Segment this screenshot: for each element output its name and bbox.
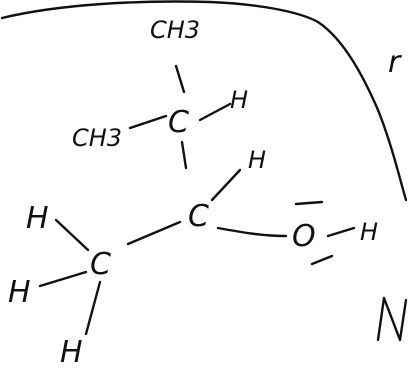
bond-middleC-O xyxy=(216,226,288,238)
edge-letter-bottom-right-strokes xyxy=(376,296,408,342)
bond-O-H xyxy=(326,226,356,238)
bond-topmethyl-upperC xyxy=(174,64,186,94)
bond-upperC-middleC xyxy=(180,140,188,170)
label-middle-carbon-h: H xyxy=(248,146,266,174)
bond-leftmethyl-upperC xyxy=(128,114,168,130)
label-left-carbon: C xyxy=(90,247,111,282)
lone-pair-top xyxy=(294,200,324,206)
boundary-arc-top xyxy=(0,0,408,202)
bond-upperC-H xyxy=(198,102,232,122)
label-left-methyl: CH3 xyxy=(72,124,122,152)
label-upper-carbon-h: H xyxy=(230,86,248,114)
label-left-h-mid: H xyxy=(8,275,31,310)
edge-letter-right: r xyxy=(388,45,402,80)
label-top-methyl: CH3 xyxy=(150,16,200,44)
label-oxygen: O xyxy=(292,219,316,254)
label-upper-carbon: C xyxy=(168,105,189,140)
bond-leftC-Htop xyxy=(54,218,90,252)
lone-pair-bottom xyxy=(310,254,334,266)
label-left-h-top: H xyxy=(26,201,49,236)
bond-leftC-Hbottom xyxy=(84,280,102,336)
label-middle-carbon: C xyxy=(188,199,209,234)
label-oxygen-h: H xyxy=(360,218,378,246)
bond-middleC-H xyxy=(210,168,242,202)
bond-leftC-Hmid xyxy=(38,270,88,288)
bond-middleC-leftC xyxy=(126,220,182,246)
label-left-h-bottom: H xyxy=(60,335,83,370)
